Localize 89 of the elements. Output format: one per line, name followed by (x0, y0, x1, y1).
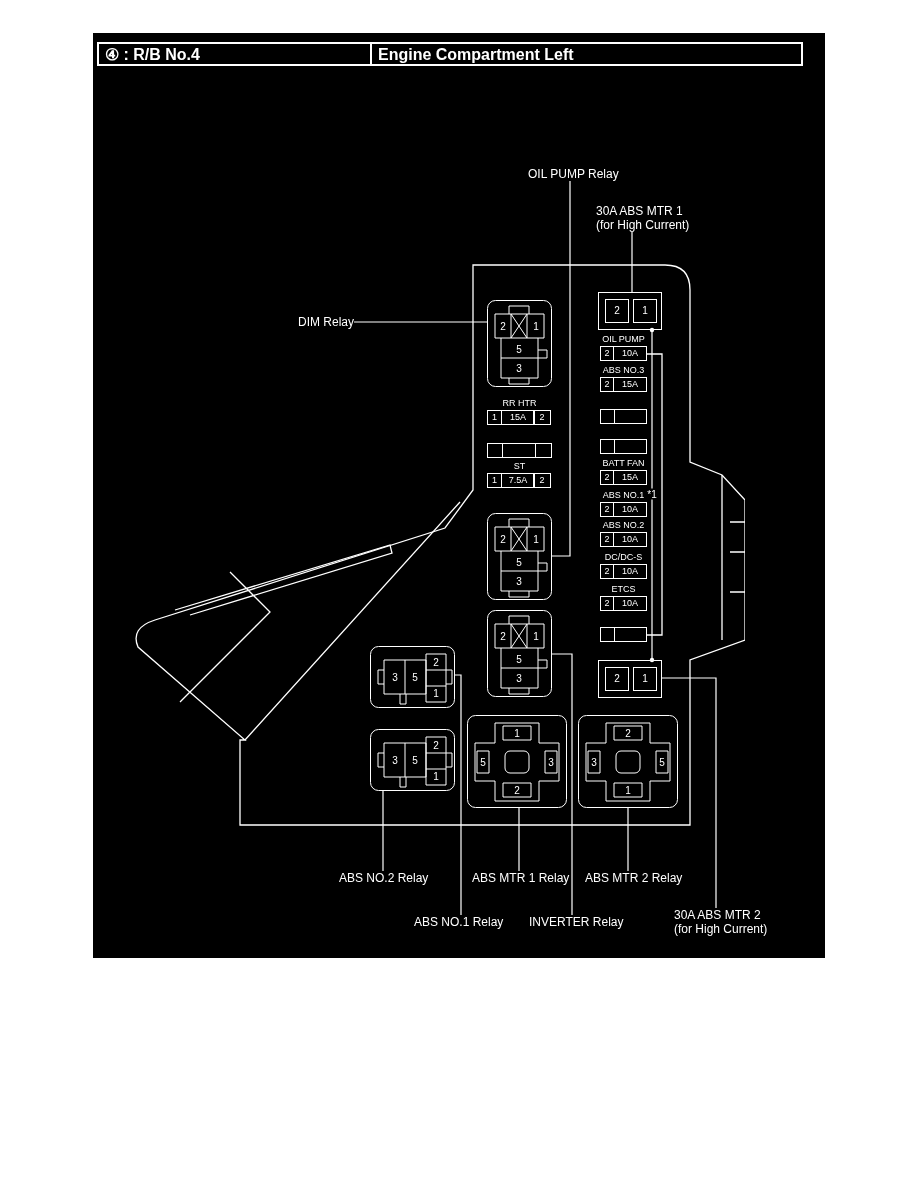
fuse-name: DC/DC-S (603, 551, 644, 563)
callout-label: ABS NO.2 Relay (339, 871, 429, 885)
empty-fuse-slot (600, 627, 647, 642)
callout-label: ABS MTR 1 Relay (472, 871, 570, 885)
pin-number: 2 (625, 727, 631, 739)
pin-number: 5 (412, 671, 418, 683)
pin-number: 1 (533, 533, 539, 545)
fuse-name: ST (512, 460, 527, 472)
pin-number: 5 (412, 754, 418, 766)
pin-number: 5 (516, 556, 522, 568)
terminal-number: 2 (600, 564, 614, 579)
leader-line (631, 231, 633, 293)
callout-label: INVERTER Relay (529, 915, 624, 929)
pin-number: 3 (516, 362, 522, 374)
leader-line (454, 674, 462, 916)
pin-number: 3 (591, 756, 597, 768)
pin-number: 1 (433, 770, 439, 782)
pin-number: 5 (516, 343, 522, 355)
fuse-holder (598, 292, 662, 330)
edge-label: *1 (646, 488, 658, 500)
pin-number: 2 (500, 320, 506, 332)
callout-label: ABS MTR 2 Relay (585, 871, 683, 885)
fuse-name: ABS NO.1 (601, 489, 646, 501)
terminal-number: 2 (600, 596, 614, 611)
terminal-number: 2 (600, 502, 614, 517)
fuse-name: RR HTR (501, 397, 538, 409)
leader-line (551, 180, 571, 557)
terminal-number: 2 (600, 377, 614, 392)
terminal-number: 2 (600, 346, 614, 361)
empty-fuse-slot (600, 439, 647, 454)
fuse-holder (598, 660, 662, 698)
fuse-rating: 10A (613, 564, 647, 579)
pin-number: 2 (500, 630, 506, 642)
pin-number: 5 (480, 756, 486, 768)
callout-label: 30A ABS MTR 2 (for High Current) (674, 908, 774, 936)
callout-label: OIL PUMP Relay (528, 167, 619, 181)
pin-number: 3 (516, 575, 522, 587)
fuse-name: BATT FAN (601, 457, 646, 469)
pin-number: 2 (514, 784, 520, 796)
leader-line (382, 790, 384, 872)
terminal-number: 1 (487, 473, 502, 488)
location-title: Engine Compartment Left (378, 45, 574, 64)
pin-number: 1 (533, 320, 539, 332)
terminal-number: 2 (605, 299, 629, 323)
pin-number: 2 (500, 533, 506, 545)
fuse-rating: 15A (501, 410, 535, 425)
leader-line (551, 653, 573, 916)
terminal-number: 2 (600, 532, 614, 547)
pin-number: 1 (433, 687, 439, 699)
terminal-number: 2 (533, 473, 551, 488)
fuse-rating: 15A (613, 377, 647, 392)
empty-fuse-slot (600, 409, 647, 424)
fuse-rating: 15A (613, 470, 647, 485)
pin-number: 5 (659, 756, 665, 768)
terminal-number: 1 (633, 667, 657, 691)
fuse-name: ETCS (610, 583, 637, 595)
pin-number: 3 (516, 672, 522, 684)
callout-label: 30A ABS MTR 1 (for High Current) (596, 204, 696, 232)
terminal-number: 1 (633, 299, 657, 323)
pin-number: 1 (514, 727, 520, 739)
callout-label: ABS NO.1 Relay (414, 915, 504, 929)
callout-label: DIM Relay (298, 315, 354, 329)
fuse-rating: 10A (613, 346, 647, 361)
leader-line (627, 807, 629, 872)
leader-line (661, 677, 717, 909)
fuse-name: ABS NO.2 (601, 519, 646, 531)
terminal-number: 2 (605, 667, 629, 691)
relay-block-number: ④ : R/B No.4 (105, 45, 200, 64)
terminal-number: 2 (533, 410, 551, 425)
pin-number: 1 (625, 784, 631, 796)
pin-number: 5 (516, 653, 522, 665)
leader-line (649, 327, 655, 663)
empty-fuse-slot (487, 443, 552, 458)
pin-number: 3 (392, 754, 398, 766)
pin-number: 3 (548, 756, 554, 768)
pin-number: 3 (392, 671, 398, 683)
pin-number: 1 (533, 630, 539, 642)
terminal-number: 2 (600, 470, 614, 485)
fuse-rating: 10A (613, 596, 647, 611)
terminal-number: 1 (487, 410, 502, 425)
leader-line (353, 321, 488, 323)
fuse-rating: 10A (613, 502, 647, 517)
fuse-name: OIL PUMP (601, 333, 646, 345)
pin-number: 2 (433, 656, 439, 668)
pin-number: 2 (433, 739, 439, 751)
fuse-name: ABS NO.3 (601, 364, 646, 376)
fuse-rating: 10A (613, 532, 647, 547)
leader-line (518, 807, 520, 872)
fuse-rating: 7.5A (501, 473, 535, 488)
